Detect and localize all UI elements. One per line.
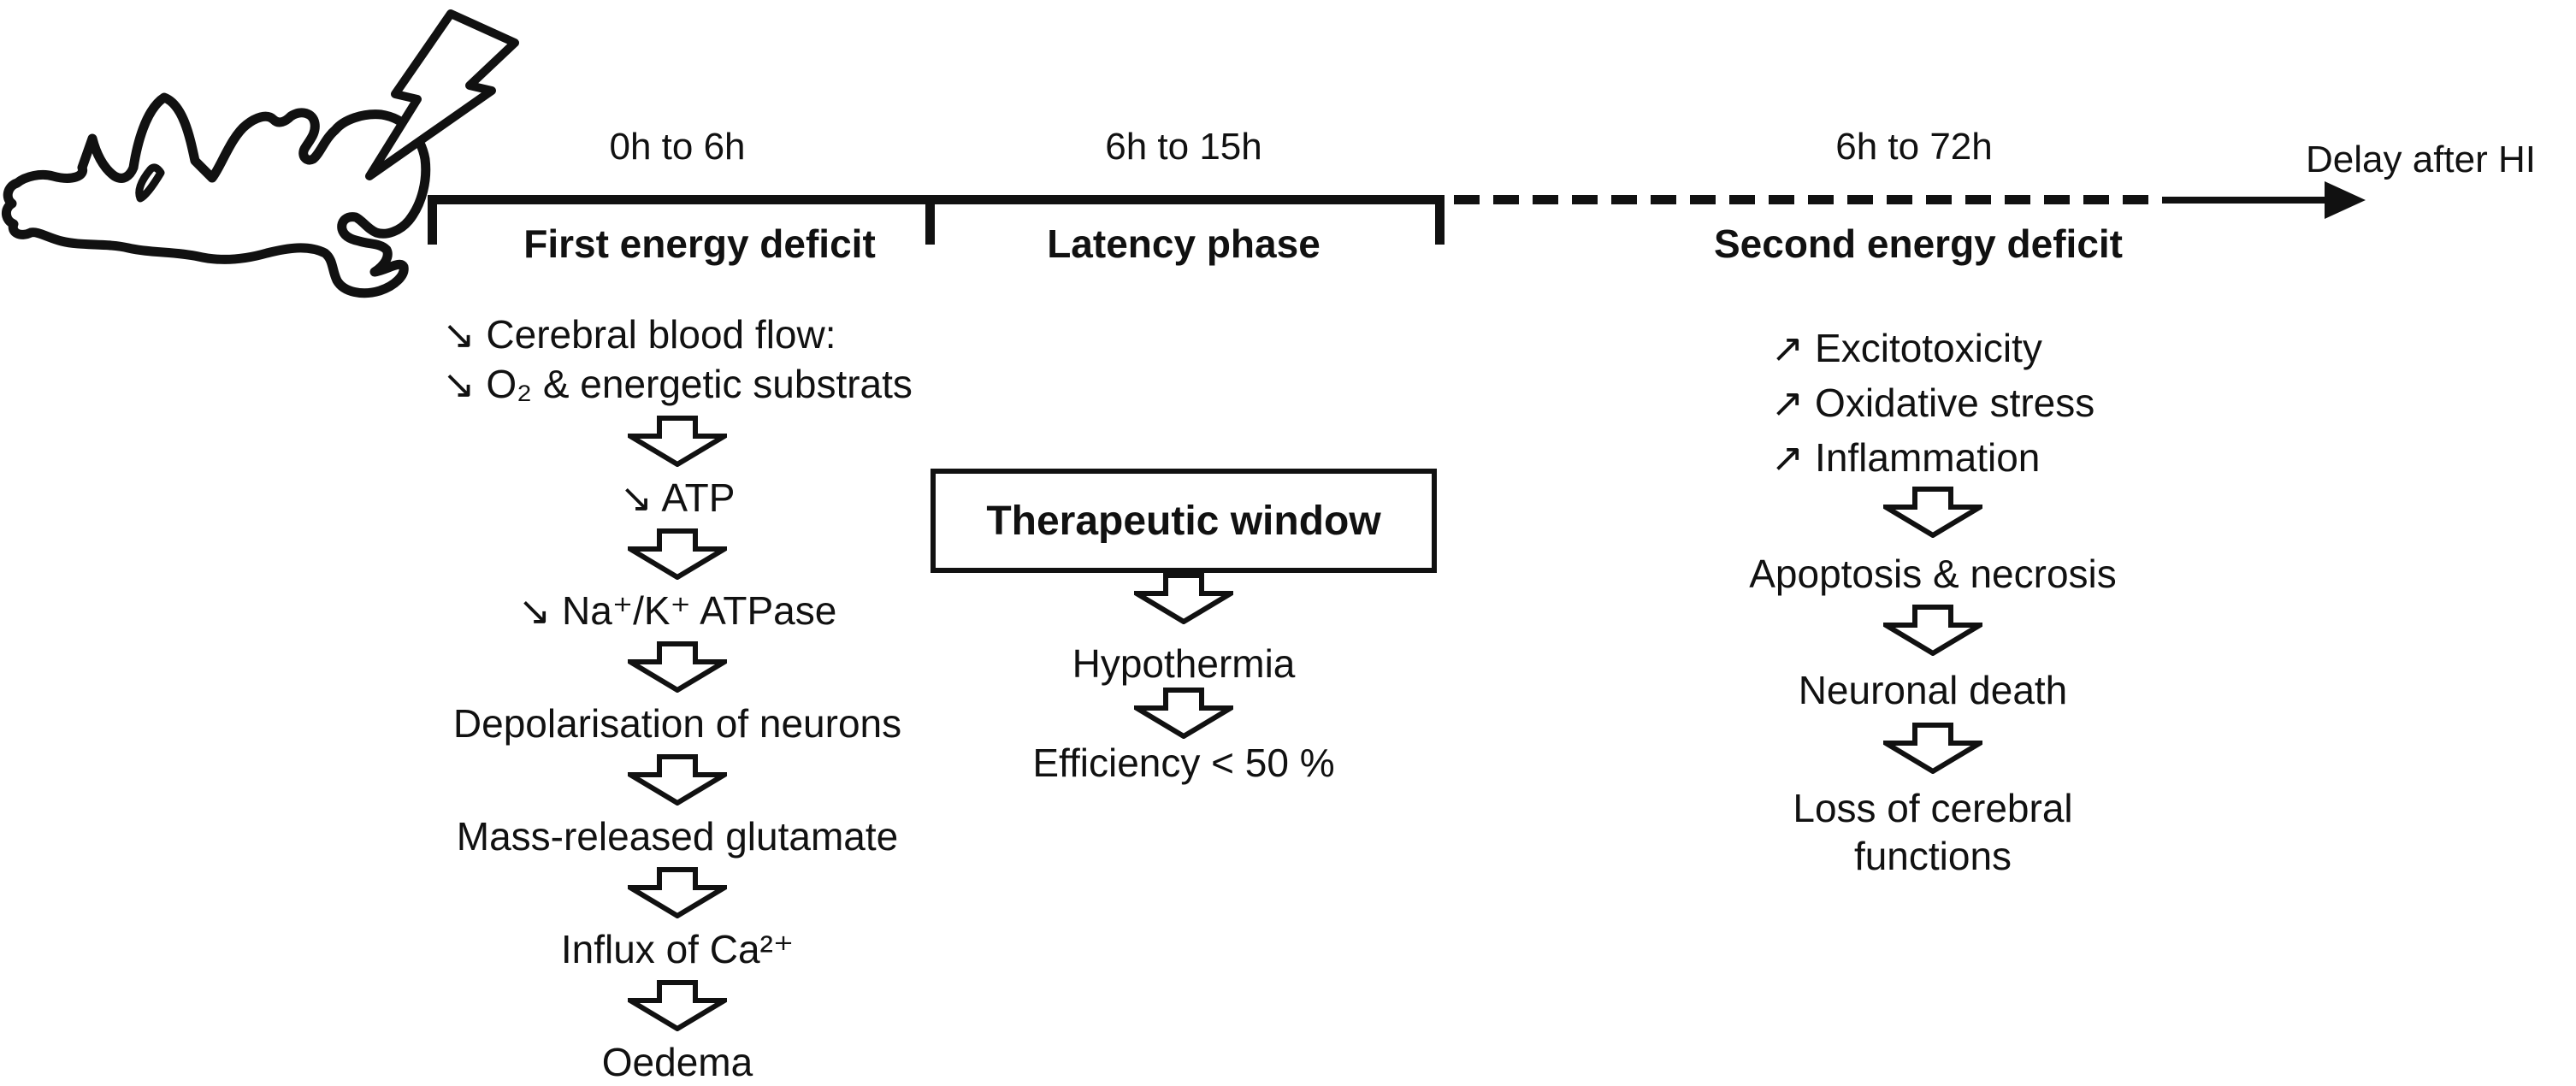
flow-step: ↗ Inflammation bbox=[1770, 435, 2041, 480]
timeline-tick bbox=[1435, 195, 1445, 245]
flow-step: ↘ ATP bbox=[619, 475, 736, 520]
down-block-arrow-icon bbox=[628, 528, 727, 580]
therapeutic-window-label: Therapeutic window bbox=[986, 498, 1381, 544]
timeline-arrowhead-icon bbox=[2325, 181, 2366, 219]
down-block-arrow-icon bbox=[628, 867, 727, 918]
flow-step: ↘ Na⁺/K⁺ ATPase bbox=[517, 588, 837, 633]
down-block-arrow-icon bbox=[1883, 723, 1982, 774]
down-block-arrow-icon bbox=[628, 754, 727, 806]
causes-block: ↘ Cerebral blood flow: ↘ O₂ & energetic … bbox=[442, 310, 913, 409]
causes-block: ↗ Excitotoxicity ↗ Oxidative stress ↗ In… bbox=[1771, 321, 2095, 485]
phase-name-label: First energy deficit bbox=[523, 221, 876, 266]
timeline-tick bbox=[925, 195, 935, 245]
timeline-axis-solid bbox=[428, 195, 1445, 204]
figure-canvas: { "timeline": { "axis_label": "Delay aft… bbox=[2, 9, 2536, 1084]
therapeutic-window-box: Therapeutic window bbox=[931, 469, 1437, 573]
down-block-arrow-icon bbox=[1883, 487, 1982, 538]
flow-step: Depolarisation of neurons bbox=[452, 701, 902, 746]
axis-end-label: Delay after HI bbox=[2306, 139, 2536, 180]
phase-time-label: 6h to 15h bbox=[1105, 126, 1262, 168]
flow-step: Efficiency < 50 % bbox=[1032, 741, 1335, 785]
newborn-figure bbox=[2, 9, 519, 298]
second-energy-deficit-cascade: ↗ Excitotoxicity ↗ Oxidative stress ↗ In… bbox=[1676, 321, 2189, 880]
newborn-outline-icon bbox=[2, 92, 431, 298]
lightning-bolt-icon bbox=[365, 9, 519, 180]
ear-detail-icon bbox=[135, 163, 165, 203]
down-block-arrow-icon bbox=[628, 641, 727, 693]
phase-name-label: Second energy deficit bbox=[1713, 221, 2123, 266]
flow-step: Oedema bbox=[601, 1040, 753, 1084]
flow-step: ↘ O₂ & energetic substrats bbox=[442, 362, 913, 406]
phase-name-label: Latency phase bbox=[1047, 221, 1320, 266]
timeline-arrow-line bbox=[2162, 197, 2328, 204]
timeline-axis-dashed bbox=[1454, 195, 2162, 204]
flow-step: ↘ Cerebral blood flow: bbox=[442, 312, 836, 357]
down-block-arrow-icon bbox=[1134, 688, 1233, 739]
phase-time-label: 0h to 6h bbox=[609, 126, 746, 168]
down-block-arrow-icon bbox=[1883, 605, 1982, 656]
down-block-arrow-icon bbox=[628, 980, 727, 1031]
latency-phase-cascade: Therapeutic window Hypothermia Efficienc… bbox=[927, 469, 1440, 787]
flow-step: Neuronal death bbox=[1798, 668, 2068, 712]
flow-step: Influx of Ca²⁺ bbox=[560, 927, 795, 971]
down-block-arrow-icon bbox=[628, 416, 727, 467]
flow-step: Loss of cerebral functions bbox=[1793, 786, 2073, 878]
first-energy-deficit-cascade: ↘ Cerebral blood flow: ↘ O₂ & energetic … bbox=[421, 310, 934, 1086]
flow-step: ↗ Oxidative stress bbox=[1770, 381, 2095, 425]
flow-step: Hypothermia bbox=[1072, 641, 1296, 686]
flow-step: ↗ Excitotoxicity bbox=[1770, 326, 2042, 370]
flow-step: Mass-released glutamate bbox=[456, 814, 899, 859]
flow-step: Apoptosis & necrosis bbox=[1749, 552, 2117, 596]
phase-time-label: 6h to 72h bbox=[1835, 126, 1993, 168]
timeline-tick bbox=[428, 195, 437, 245]
down-block-arrow-icon bbox=[1134, 573, 1233, 624]
